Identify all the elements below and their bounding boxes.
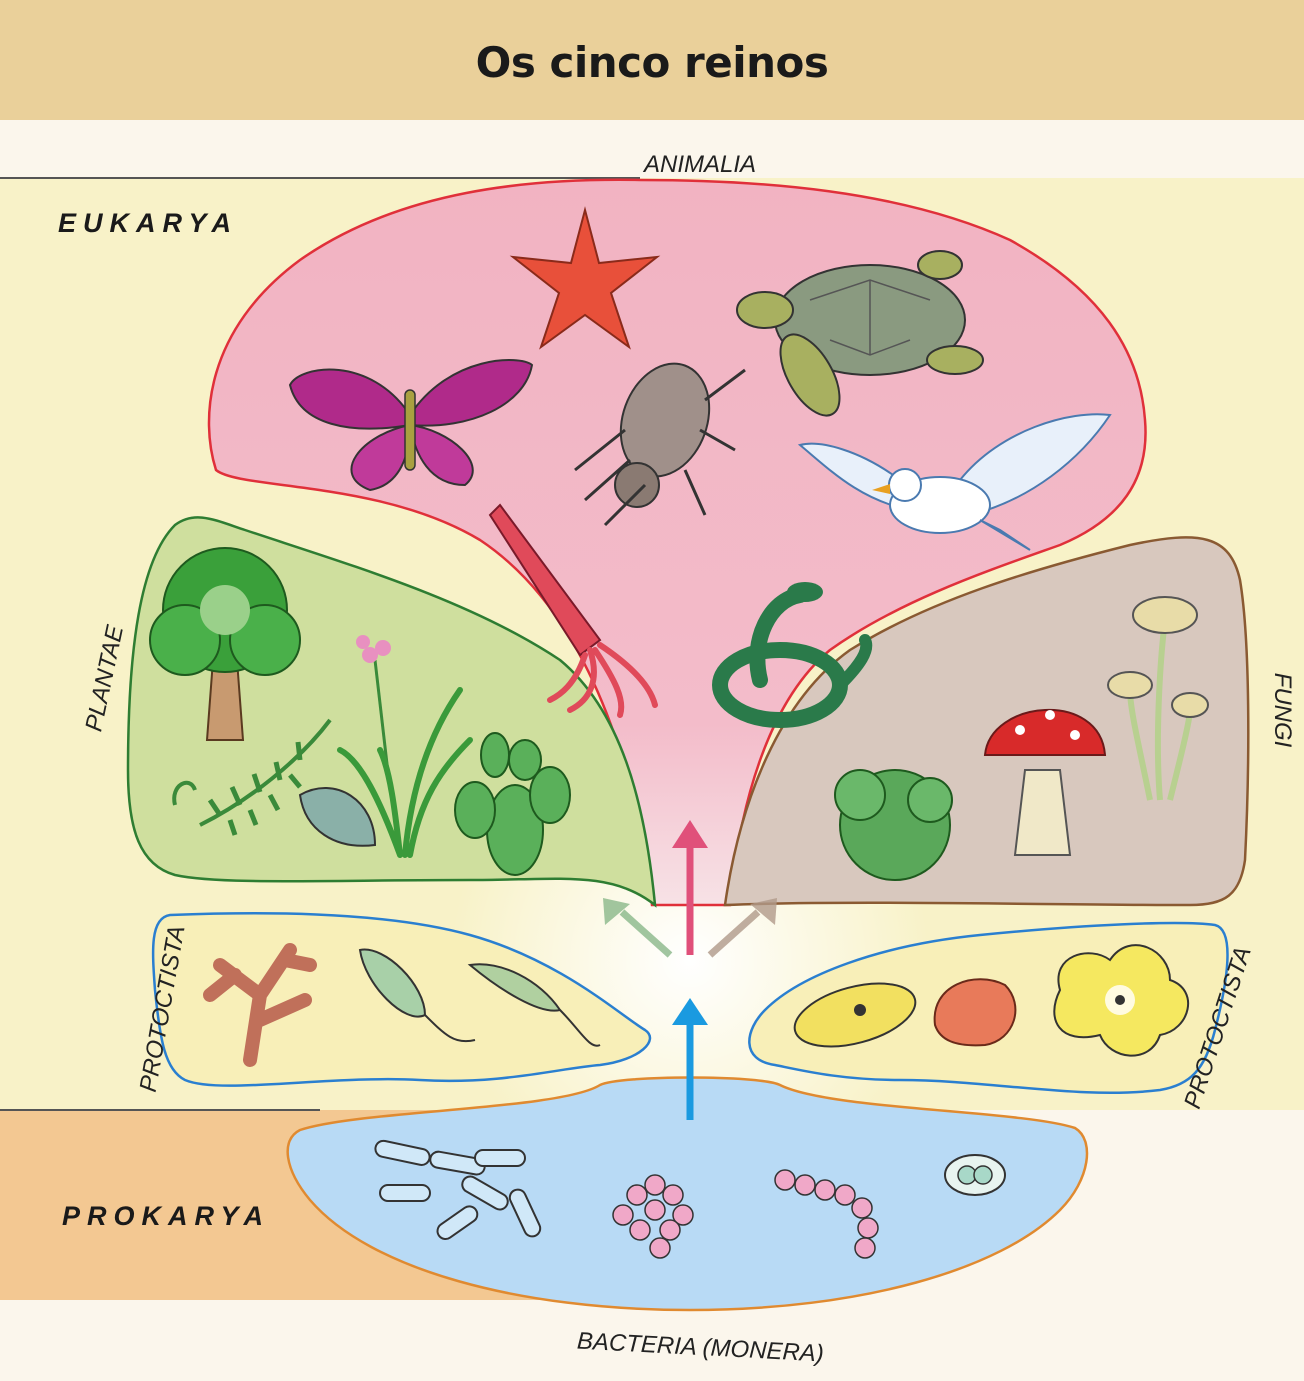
butterfly-icon <box>288 359 534 492</box>
red-algae-icon <box>203 943 317 1067</box>
turtle-icon <box>736 250 984 417</box>
amoeba-icon <box>1053 944 1189 1057</box>
bacteria-label: BACTERIA (MONERA) <box>576 1328 824 1368</box>
lichen-icon <box>834 769 953 881</box>
animalia-label: ANIMALIA <box>642 151 756 178</box>
eukarya-label: EUKARYA <box>58 208 238 238</box>
snake-icon <box>712 582 873 728</box>
page-title: Os cinco reinos <box>475 38 829 87</box>
arrow-to-plantae <box>603 898 673 958</box>
bacteria-region <box>286 1076 1089 1312</box>
beetle-icon <box>574 362 746 527</box>
squid-icon <box>488 503 658 718</box>
prokarya-label: PROKARYA <box>62 1201 270 1231</box>
arrow-to-protoctista <box>672 998 708 1120</box>
cocci-cluster-icon <box>612 1174 694 1259</box>
tree-icon <box>149 547 301 741</box>
leaf-icon <box>298 787 377 847</box>
cactus-icon <box>454 732 571 876</box>
bird-icon <box>797 413 1112 551</box>
bacilli-icon <box>374 1139 542 1241</box>
euglena-icon <box>358 948 476 1043</box>
streptococcus-chain-icon <box>774 1169 879 1259</box>
diplococcus-icon <box>944 1154 1006 1196</box>
mushroom-cluster-icon <box>1107 596 1209 801</box>
shell-protist-icon <box>933 978 1017 1047</box>
arrow-to-fungi <box>707 898 777 958</box>
starfish-icon <box>509 206 661 350</box>
fern-icon <box>172 718 332 836</box>
title-banner <box>0 0 1304 120</box>
red-mushroom-icon <box>983 709 1107 856</box>
arrow-to-animalia <box>672 820 708 955</box>
paramecium-icon <box>793 982 917 1048</box>
flagellate-icon <box>467 963 601 1047</box>
grass-icon <box>337 687 473 858</box>
fungi-label: FUNGI <box>1269 673 1296 748</box>
